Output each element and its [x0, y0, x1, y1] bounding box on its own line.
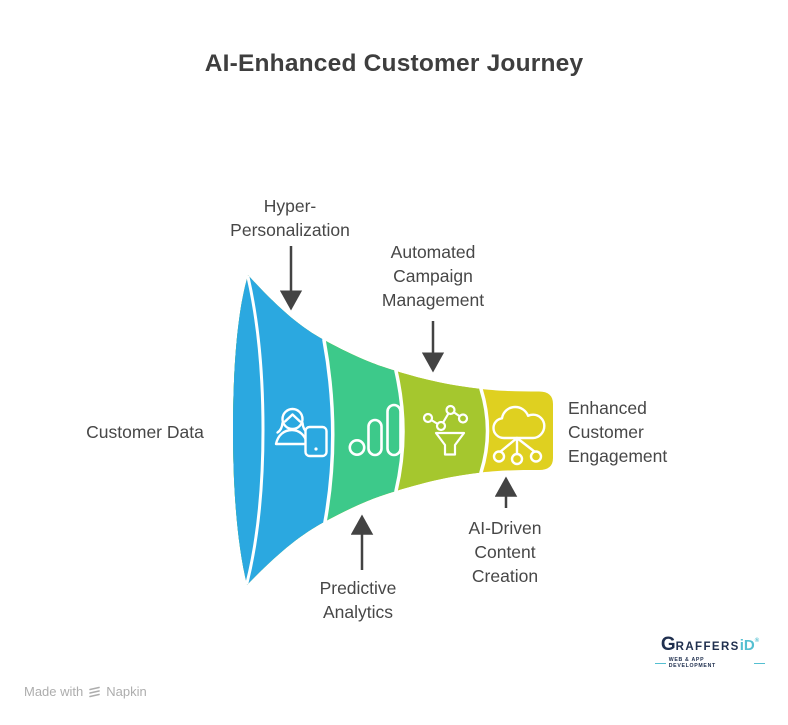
funnel-segment-hyper-personalization: [233, 275, 333, 585]
napkin-logo-icon: [89, 686, 101, 698]
label-line: Engagement: [568, 446, 668, 466]
watermark-brand: Napkin: [106, 684, 147, 699]
label-line: Management: [381, 290, 485, 310]
registered-mark: ®: [754, 638, 760, 644]
separator-2: [394, 369, 405, 493]
label-line: Customer: [568, 422, 644, 442]
label-predictive-analytics: Predictive Analytics: [268, 576, 448, 624]
label-line: AI-Driven: [468, 518, 542, 538]
tagline-dash-right: [754, 662, 765, 664]
label-line: Personalization: [230, 220, 350, 240]
analytics-bars-icon: [348, 403, 402, 457]
separator-1: [322, 338, 335, 524]
tagline-text: WEB & APP DEVELOPMENT: [668, 657, 716, 669]
label-ai-driven-content-creation: AI-Driven Content Creation: [415, 516, 595, 588]
label-line: Creation: [471, 566, 539, 586]
label-line: Campaign: [393, 266, 473, 286]
funnel-nodes-icon: [422, 404, 469, 456]
segment-separators: [245, 275, 490, 585]
logo-letter-g: G: [660, 634, 676, 655]
label-line: Customer Data: [86, 422, 204, 442]
tagline-dash-left: [655, 662, 666, 664]
separator-3: [479, 387, 490, 475]
label-line: Analytics: [322, 602, 394, 622]
label-line: Automated: [390, 242, 476, 262]
logo-tagline: WEB & APP DEVELOPMENT: [655, 657, 765, 669]
cloud-network-icon: [492, 405, 546, 466]
napkin-watermark[interactable]: Made with Napkin: [24, 684, 147, 699]
logo-raffers: RAFFERS: [675, 641, 740, 653]
label-automated-campaign-management: Automated Campaign Management: [343, 240, 523, 312]
label-customer-data: Customer Data: [55, 420, 235, 444]
customer-profile-device-icon: [274, 407, 328, 458]
logo-id: iD: [739, 637, 755, 654]
label-line: Predictive: [319, 578, 397, 598]
watermark-prefix: Made with: [24, 684, 84, 699]
label-line: Content: [474, 542, 536, 562]
label-line: Enhanced: [568, 398, 647, 418]
label-line: Hyper-: [263, 196, 317, 216]
label-enhanced-customer-engagement: Enhanced Customer Engagement: [568, 396, 718, 468]
annotation-arrows: [279, 246, 518, 570]
page-title: AI-Enhanced Customer Journey: [204, 50, 584, 77]
funnel-mouth-rim: [245, 275, 265, 585]
label-hyper-personalization: Hyper- Personalization: [200, 194, 380, 242]
